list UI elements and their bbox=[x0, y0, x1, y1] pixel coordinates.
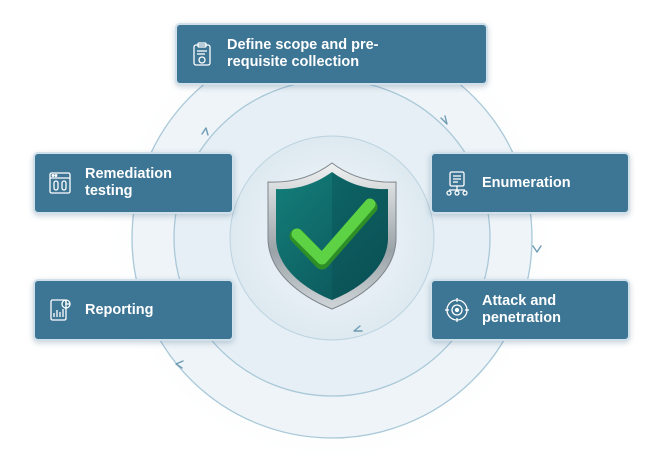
shield-check-icon bbox=[267, 162, 397, 310]
target-bug-icon bbox=[444, 297, 470, 323]
arrow-icon bbox=[175, 360, 184, 369]
step-enumeration: Enumeration bbox=[430, 152, 630, 214]
lab-test-icon bbox=[47, 170, 73, 196]
arrow-icon bbox=[353, 325, 363, 332]
clipboard-icon bbox=[189, 41, 215, 67]
arrow-icon bbox=[532, 245, 542, 253]
arrow-icon bbox=[201, 127, 209, 136]
step-remediation-label: Remediation testing bbox=[85, 166, 173, 199]
step-define-scope: Define scope and pre-requisite collectio… bbox=[175, 23, 488, 85]
step-attack-label: Attack and penetration bbox=[482, 293, 561, 326]
step-remediation-testing: Remediation testing bbox=[33, 152, 234, 214]
step-enumeration-label: Enumeration bbox=[482, 174, 571, 191]
step-attack-penetration: Attack and penetration bbox=[430, 279, 630, 341]
checklist-network-icon bbox=[444, 170, 470, 196]
step-define-label: Define scope and pre-requisite collectio… bbox=[227, 37, 379, 70]
arrow-icon bbox=[440, 115, 448, 125]
report-chart-icon bbox=[47, 297, 73, 323]
step-reporting: Reporting bbox=[33, 279, 234, 341]
step-reporting-label: Reporting bbox=[85, 301, 154, 318]
